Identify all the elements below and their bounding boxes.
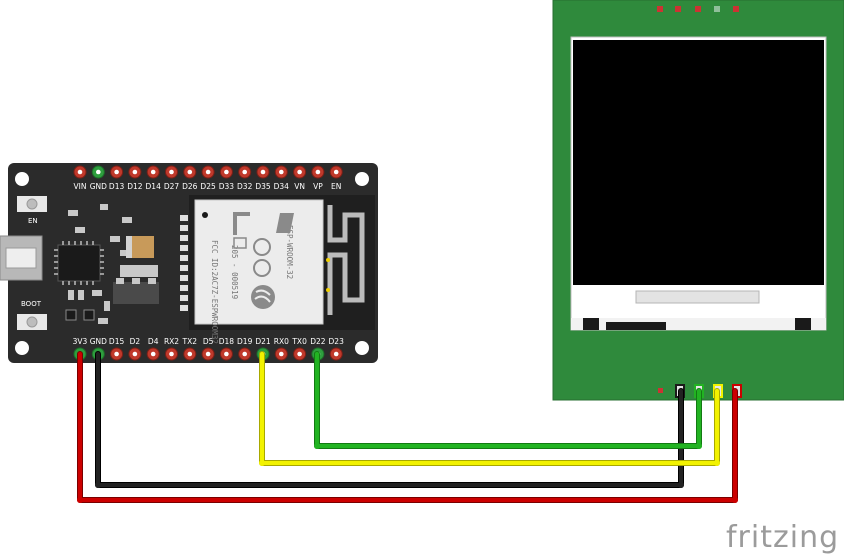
pin-label: VIN (74, 182, 87, 191)
pin-label: D22 (310, 337, 326, 346)
header-pin-hole (333, 169, 339, 175)
top-pin-header (73, 165, 343, 179)
pin-label: D32 (237, 182, 253, 191)
pin-label: RX2 (164, 337, 179, 346)
wifi-logo (276, 213, 294, 233)
header-pin-hole (333, 351, 339, 357)
mount-hole (15, 172, 29, 186)
header-pin-hole (96, 169, 101, 175)
pin-label: D4 (148, 337, 159, 346)
header-pin-hole (187, 169, 193, 175)
header-pin-hole (114, 169, 119, 175)
wire-yellow-d21 (259, 351, 720, 466)
pin-label: D12 (127, 182, 143, 191)
pin-label: D15 (109, 337, 125, 346)
module-castellations (180, 215, 188, 311)
screen-tab-right (795, 318, 811, 330)
header-pin-hole (224, 169, 229, 175)
header-pin-hole (297, 351, 302, 357)
header-pin-hole (169, 351, 174, 357)
smd-components (65, 204, 159, 324)
pin-label: D13 (109, 182, 125, 191)
fcc-logo-icon (233, 212, 250, 249)
pin-label: D5 (203, 337, 214, 346)
header-pin-hole (260, 169, 266, 175)
header-pin-hole (279, 351, 284, 357)
header-pin-hole (150, 169, 156, 175)
header-pin-hole (150, 351, 156, 357)
header-pin-hole (114, 351, 119, 357)
header-pin-hole (242, 351, 247, 357)
pin-label: D2 (130, 337, 141, 346)
esp32-board: EN BOOT (0, 163, 378, 363)
pin-label: D34 (274, 182, 290, 191)
pin-label: D26 (182, 182, 198, 191)
espressif-logo-icon (251, 285, 275, 309)
ce-mark-icon (253, 238, 271, 277)
screen-flex-strip (635, 290, 760, 304)
pin-label: D27 (164, 182, 180, 191)
wire-black-gnd (95, 351, 684, 488)
pcb-antenna (327, 205, 365, 315)
pin-label: D14 (146, 182, 162, 191)
pin-label: VP (313, 182, 323, 191)
header-pin-hole (77, 169, 83, 175)
module-markings: FCC ID:2AC7Z-ESPWROOM32 (210, 240, 219, 344)
bottom-pin-header (73, 347, 343, 361)
module-name-text: ESP-WROOM-32 (285, 225, 294, 279)
header-pin-hole (169, 169, 174, 175)
header-pin-hole (205, 169, 211, 175)
mount-hole (355, 172, 369, 186)
pin-label: VN (294, 182, 305, 191)
boot-button: BOOT (17, 300, 47, 330)
en-button-label: EN (28, 217, 38, 225)
wire-red-3v3 (77, 351, 738, 503)
pin-label: GND (90, 182, 107, 191)
pin-label: D23 (329, 337, 345, 346)
display-top-pads (657, 6, 739, 12)
header-pin-hole (297, 169, 302, 175)
screen-tab-left (583, 318, 599, 330)
pin-label: GND (90, 337, 107, 346)
header-pin-hole (205, 351, 211, 357)
screen-connector (606, 322, 666, 330)
pin-label: D18 (219, 337, 235, 346)
pin-label: D19 (237, 337, 253, 346)
boot-button-label: BOOT (21, 300, 42, 308)
pin-label: D35 (255, 182, 271, 191)
header-pin-hole (242, 169, 247, 175)
pin-label: TX0 (291, 337, 307, 346)
fritzing-watermark: fritzing (726, 520, 839, 555)
pin-label: RX0 (274, 337, 289, 346)
pin-label: D33 (219, 182, 235, 191)
screen-area (573, 40, 824, 285)
wire-green-d22 (314, 351, 702, 449)
mount-hole (15, 341, 29, 355)
module-model-text: FCC ID:2AC7Z-ESPWROOM32 (210, 240, 219, 344)
wires (77, 351, 738, 503)
tft-display-module (552, 0, 844, 401)
pin-label: D25 (200, 182, 216, 191)
pin-label: TX2 (182, 337, 198, 346)
module-lot-text: 205 - 000519 (230, 245, 239, 299)
en-button: EN (17, 196, 47, 225)
voltage-regulator (113, 282, 159, 304)
pin-label: 3V3 (73, 337, 88, 346)
header-pin-hole (187, 351, 193, 357)
header-pin-hole (315, 169, 321, 175)
usb-uart-chip (54, 241, 104, 285)
tantalum-capacitor (126, 236, 154, 258)
pin-label: EN (331, 182, 341, 191)
header-pin-hole (132, 169, 138, 175)
header-pin-hole (224, 351, 229, 357)
pin-label: D21 (255, 337, 271, 346)
header-pin-hole (132, 351, 138, 357)
header-pin-hole (279, 169, 284, 175)
mount-hole (355, 341, 369, 355)
